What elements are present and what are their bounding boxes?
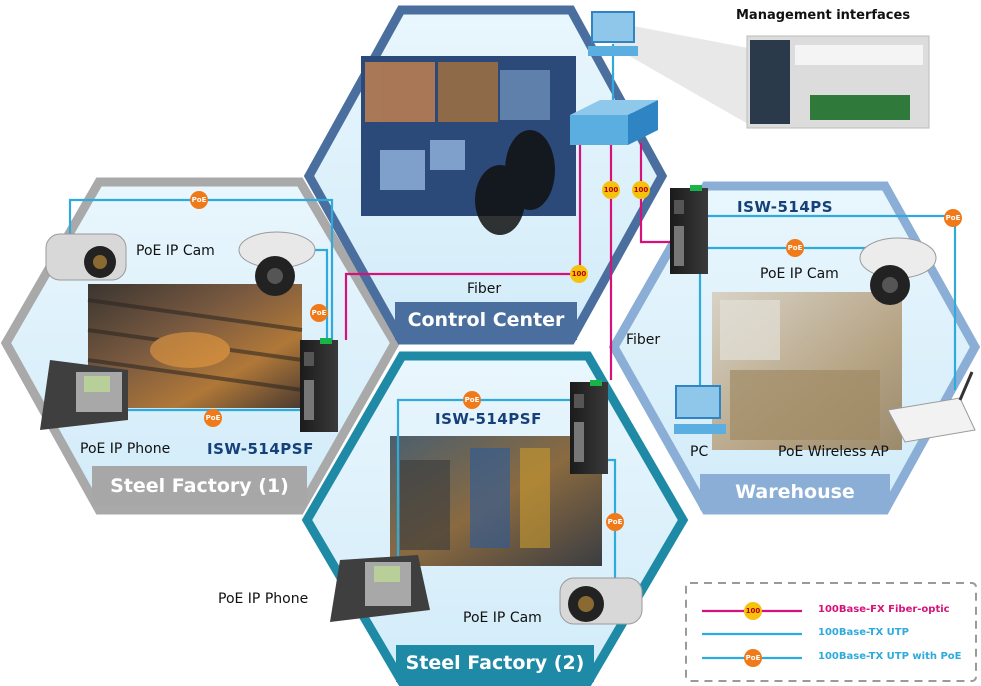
zone-title-control-center: Control Center [407, 309, 565, 331]
model-label-sf2: ISW-514PSF [435, 410, 542, 428]
switch-isw-514ps-wh [670, 185, 708, 274]
pc-wh [674, 385, 726, 434]
fiber-link-warehouse [639, 143, 670, 244]
poe-ip-phone-label-sf1: PoE IP Phone [80, 441, 171, 457]
zone-title-warehouse: Warehouse [735, 481, 855, 503]
poe-badge: PoE [190, 191, 208, 209]
ip-phone-sf2 [330, 555, 430, 622]
dome-camera-wh [859, 237, 937, 305]
poe-badge: PoE [944, 209, 962, 227]
poe-ip-phone-label-sf2: PoE IP Phone [218, 591, 309, 607]
poe-ip-cam-label-sf1: PoE IP Cam [136, 243, 215, 259]
pc-label-wh: PC [690, 444, 709, 460]
utp-link-phone-sf2 [396, 398, 580, 590]
legend-utp-text: 100Base-TX UTP [818, 627, 909, 638]
zone-banner-control-center [395, 302, 577, 340]
legend-fiber-text: 100Base-FX Fiber-optic [818, 604, 950, 615]
poe-wireless-ap-label: PoE Wireless AP [778, 444, 889, 460]
legend-utp-poe-text: 100Base-TX UTP with PoE [818, 651, 962, 662]
dome-camera-sf1 [238, 231, 316, 296]
poe-ip-cam-label-sf2: PoE IP Cam [463, 610, 542, 626]
utp-link-cam-sf2 [605, 458, 617, 590]
legend-fiber-badge: 100 [744, 602, 762, 620]
poe-badge: PoE [204, 409, 222, 427]
fiber-link-steel-factory-1 [344, 140, 582, 340]
management-pc [588, 11, 638, 56]
bullet-camera-sf2 [559, 577, 643, 625]
utp-link-cam-sf1 [315, 248, 329, 380]
fiber-label-control: Fiber [467, 281, 502, 297]
zone-title-steel-factory-2: Steel Factory (2) [405, 652, 585, 674]
fiber-100-badge: 100 [632, 181, 650, 199]
management-callout [612, 22, 748, 124]
poe-ip-cam-label-wh: PoE IP Cam [760, 266, 839, 282]
switch-isw-514psf-sf2 [570, 380, 608, 474]
poe-badge: PoE [786, 239, 804, 257]
poe-badge: PoE [463, 391, 481, 409]
core-switch [570, 100, 658, 145]
switch-isw-514psf-sf1 [300, 338, 338, 432]
zone-banner-steel-factory-1 [92, 466, 307, 506]
zone-banner-warehouse [700, 474, 890, 510]
fiber-label-warehouse: Fiber [626, 332, 661, 348]
wireless-ap-wh [887, 371, 976, 443]
zone-banner-steel-factory-2 [396, 645, 594, 682]
bullet-camera-sf1 [45, 233, 127, 281]
ip-phone-sf1 [40, 360, 128, 430]
legend-poe-badge: PoE [744, 649, 762, 667]
model-label-sf1: ISW-514PSF [207, 440, 314, 458]
poe-badge: PoE [606, 513, 624, 531]
model-label-wh: ISW-514PS [737, 198, 834, 216]
zone-title-steel-factory-1: Steel Factory (1) [110, 475, 289, 497]
poe-badge: PoE [310, 304, 328, 322]
fiber-100-badge: 100 [602, 181, 620, 199]
management-interfaces-title: Management interfaces [736, 8, 911, 23]
fiber-100-badge: 100 [570, 265, 588, 283]
